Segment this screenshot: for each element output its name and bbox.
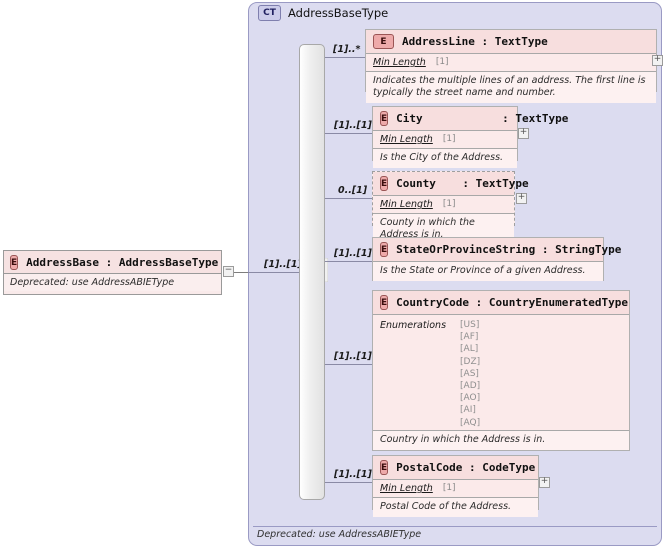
enumeration-value: [AS] <box>460 368 479 379</box>
element-facets-row: Min Length [1] <box>366 54 656 72</box>
enumeration-value: [AL] <box>460 344 479 355</box>
element-badge-icon: E <box>380 176 389 191</box>
element-documentation: Is the City of the Address. <box>373 149 517 168</box>
plus-icon: + <box>519 127 528 137</box>
element-facets-row: Min Length [1] <box>373 480 538 498</box>
element-documentation: Country in which the Address is in. <box>373 430 629 450</box>
root-element-box[interactable]: E AddressBase : AddressBaseType Deprecat… <box>3 250 222 295</box>
cardinality-city: [1]..[1] <box>334 120 372 131</box>
expand-toggle-city[interactable]: + <box>518 128 529 139</box>
element-title-row: E AddressLine : TextType <box>366 30 656 54</box>
element-label: PostalCode : CodeType <box>396 461 536 474</box>
enumeration-value: [AO] <box>460 393 481 404</box>
element-label: City : TextType <box>396 112 569 125</box>
minus-icon: − <box>224 265 233 275</box>
element-title-row: E StateOrProvinceString : StringType <box>373 238 621 262</box>
facet-name: Min Length <box>380 199 433 210</box>
element-documentation: Is the State or Province of a given Addr… <box>373 262 603 281</box>
element-badge-icon: E <box>380 460 389 475</box>
cardinality-stateorprovince: [1]..[1] <box>334 248 372 259</box>
root-element-title-row: E AddressBase : AddressBaseType <box>4 251 221 274</box>
element-title-row: E PostalCode : CodeType <box>373 456 538 480</box>
element-badge-icon: E <box>380 242 389 257</box>
enumeration-value: [AF] <box>460 332 479 343</box>
element-documentation: Indicates the multiple lines of an addre… <box>366 72 656 103</box>
connector-to-countrycode <box>325 364 372 365</box>
plus-icon: + <box>517 192 526 202</box>
element-label: StateOrProvinceString : StringType <box>396 243 622 256</box>
element-badge-icon: E <box>10 255 19 270</box>
element-facets-row: Min Length [1] <box>373 196 514 214</box>
expand-toggle-postalcode[interactable]: + <box>539 477 550 488</box>
enumeration-value: [DZ] <box>460 356 481 367</box>
element-badge-icon: E <box>380 295 389 310</box>
facet-name: Min Length <box>373 57 426 68</box>
facet-value: [1] <box>442 199 456 209</box>
complextype-header: CT AddressBaseType <box>258 4 388 22</box>
root-element-documentation: Deprecated: use AddressABIEType <box>4 274 221 291</box>
complextype-badge-icon: CT <box>258 5 281 21</box>
connector-to-county <box>325 198 372 199</box>
element-box-stateorprovincestring[interactable]: E StateOrProvinceString : StringType Is … <box>372 237 621 281</box>
expand-toggle-county[interactable]: + <box>516 193 527 204</box>
facet-name: Min Length <box>380 134 433 145</box>
connector-root-to-sequence <box>248 272 302 273</box>
plus-icon: + <box>540 476 549 486</box>
connector-root-stub <box>234 272 248 273</box>
element-title-row: E City : TextType <box>373 107 568 131</box>
enumeration-value: [AQ] <box>460 417 481 428</box>
cardinality-postalcode: [1]..[1] <box>334 469 372 480</box>
element-facets-row: Min Length [1] <box>373 131 517 149</box>
facet-name: Enumerations <box>380 320 447 331</box>
element-label: CountryCode : CountryEnumeratedType <box>396 296 628 309</box>
root-element-label: AddressBase : AddressBaseType <box>26 256 219 269</box>
element-badge-icon: E <box>373 34 394 49</box>
element-box-addressline[interactable]: E AddressLine : TextType Min Length [1] … <box>365 29 657 103</box>
complextype-title: AddressBaseType <box>288 6 389 20</box>
element-label: County : TextType <box>396 177 529 190</box>
element-title-row: E CountryCode : CountryEnumeratedType <box>373 291 629 315</box>
enumeration-value: [US] <box>460 320 480 330</box>
complextype-footer-note: Deprecated: use AddressABIEType <box>253 526 657 542</box>
cardinality-addressline: [1]..* <box>333 44 361 55</box>
facet-value: [1] <box>442 134 456 144</box>
expand-toggle-addressline[interactable]: + <box>652 55 663 66</box>
element-box-county[interactable]: E County : TextType Min Length [1] Count… <box>372 171 529 245</box>
element-documentation: Postal Code of the Address. <box>373 498 538 517</box>
enumeration-list: [US][AF][AL][DZ][AS][AD][AO][AI][AQ]... <box>460 320 480 441</box>
plus-icon: + <box>653 54 662 64</box>
element-label: AddressLine : TextType <box>402 35 548 48</box>
element-box-countrycode[interactable]: E CountryCode : CountryEnumeratedType En… <box>372 290 630 451</box>
cardinality-county: 0..[1] <box>338 185 368 196</box>
element-facets-row: Enumerations [US] [AF][AL][DZ][AS] [AD][AO… <box>373 315 629 446</box>
enumeration-value: [AD] <box>460 381 481 392</box>
facet-value: [1] <box>435 57 449 67</box>
element-title-row: E County : TextType <box>373 172 529 196</box>
connector-to-city <box>325 133 372 134</box>
connector-to-addressline <box>325 57 365 58</box>
element-badge-icon: E <box>380 111 389 126</box>
facet-value: [1] <box>442 483 456 493</box>
cardinality-root: [1]..[1] <box>264 259 302 270</box>
connector-to-postalcode <box>325 482 372 483</box>
facet-name: Min Length <box>380 483 433 494</box>
element-box-city[interactable]: E City : TextType Min Length [1] Is the … <box>372 106 568 168</box>
enumeration-value: [AI] <box>460 405 476 416</box>
cardinality-countrycode: [1]..[1] <box>334 351 372 362</box>
connector-to-stateorprovince <box>325 261 372 262</box>
root-element-collapse-toggle[interactable]: − <box>223 266 234 277</box>
model-group-bar <box>299 44 325 500</box>
element-box-postalcode[interactable]: E PostalCode : CodeType Min Length [1] P… <box>372 455 539 517</box>
